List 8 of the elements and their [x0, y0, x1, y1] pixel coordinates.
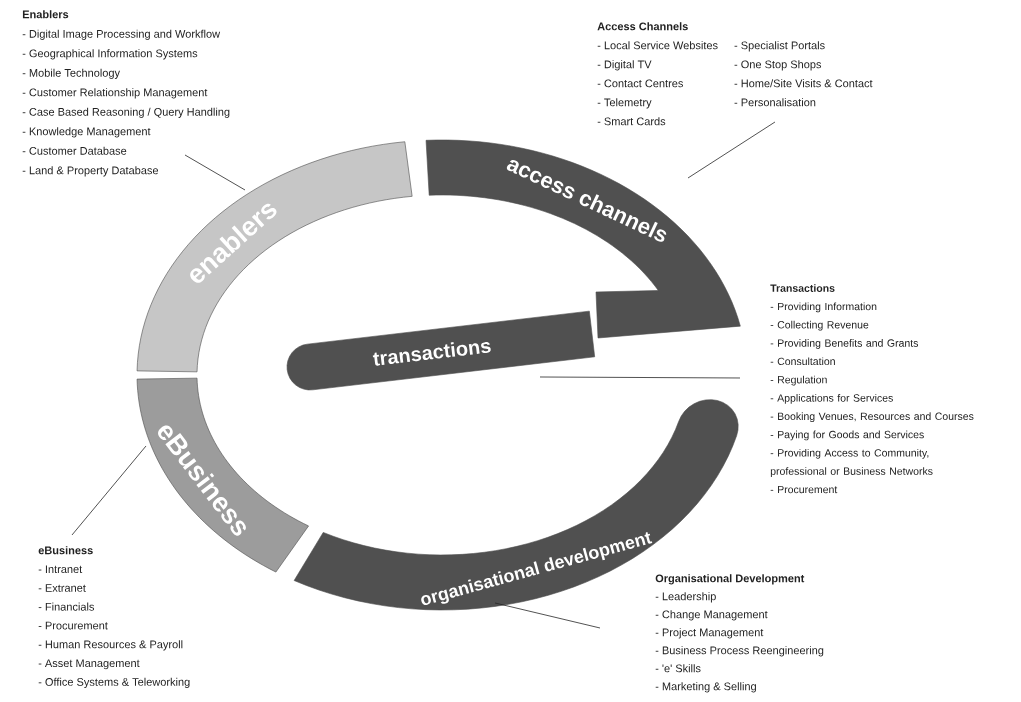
leader-line: [687, 121, 776, 179]
arc-segment: transactions: [286, 310, 595, 391]
text-list: Access Channels - Local Service Websites - Digital TV - Contact Centres - Telemetry - Smart Cards - Specialist Portals - One Stop Shops - Home/Site Visits & Contact - Personalisation: [597, 22, 873, 126]
leader-line: [71, 445, 147, 536]
leader-line: [494, 602, 601, 629]
text-list: Transactions - Providing Information - Collecting Revenue - Providing Benefits and Grants - Consultation - Regulation - Applications for Services - Booking Venues, Resources and Courses - Paying for Goods and Services - Providing Access to Community, professional or Business Networks - Procurement: [770, 284, 974, 494]
leader-line: [539, 376, 741, 379]
leader-line: [184, 154, 246, 191]
